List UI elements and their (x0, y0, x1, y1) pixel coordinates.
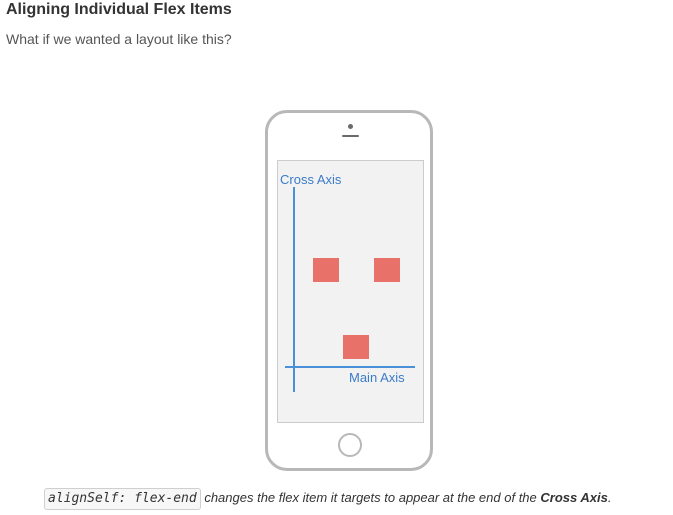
cross-axis-line (293, 187, 295, 392)
phone-screen (277, 160, 424, 423)
phone-speaker-icon (342, 135, 359, 137)
phone-camera-icon (348, 124, 353, 129)
caption-text: changes the flex item it targets to appe… (200, 490, 541, 505)
flex-item-box (374, 258, 400, 282)
caption-code-snippet: alignSelf: flex-end (44, 488, 201, 510)
section-subtext: What if we wanted a layout like this? (6, 31, 232, 47)
caption-bold-text: Cross Axis (540, 490, 608, 505)
flex-item-box-aligned-end (343, 335, 369, 359)
flex-item-box (313, 258, 339, 282)
main-axis-label: Main Axis (349, 370, 405, 385)
cross-axis-label: Cross Axis (280, 172, 342, 187)
phone-illustration (265, 110, 433, 471)
main-axis-line (285, 366, 415, 368)
figure-caption: alignSelf: flex-end changes the flex ite… (44, 487, 611, 510)
caption-period: . (607, 490, 612, 505)
phone-home-button-icon (338, 433, 362, 457)
section-heading: Aligning Individual Flex Items (6, 1, 232, 18)
